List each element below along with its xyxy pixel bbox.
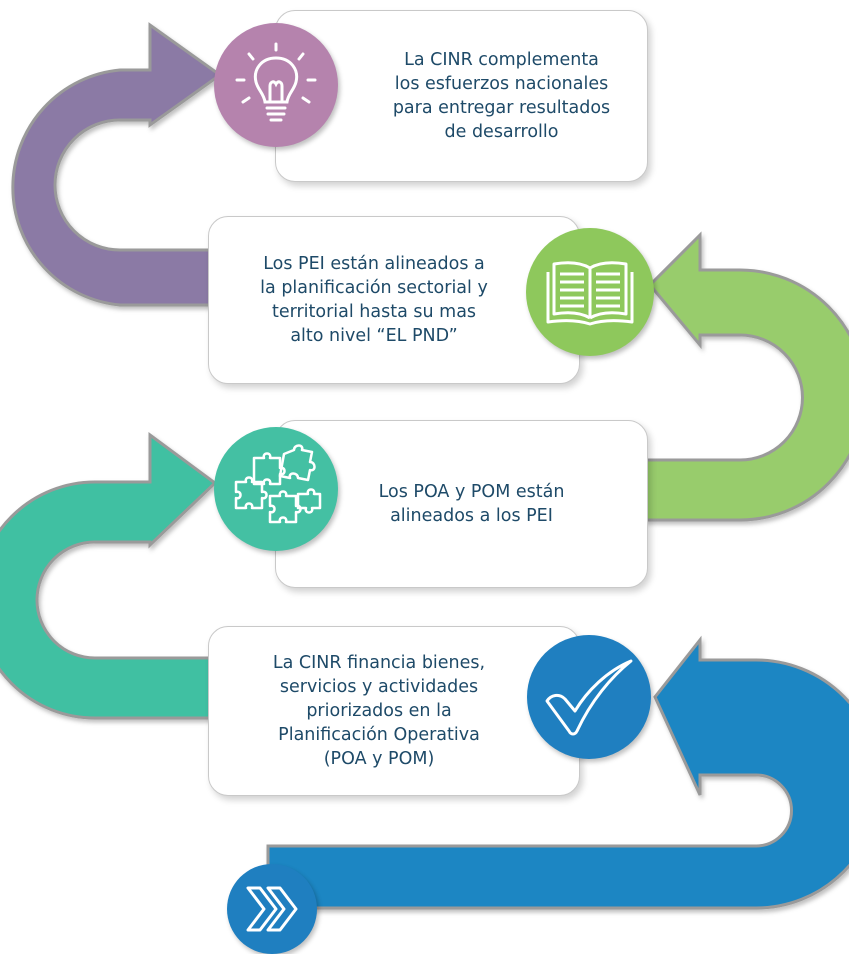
blue-arrow-body xyxy=(266,635,849,910)
blue-flow-arrow xyxy=(266,635,849,910)
purple-flow-arrow xyxy=(11,22,223,307)
teal-flow-arrow xyxy=(0,432,218,720)
step-card-1: La CINR complementa los esfuerzos nacion… xyxy=(275,10,648,182)
green-flow-arrow xyxy=(644,231,849,522)
double-chevron-right-icon xyxy=(227,864,317,954)
open-book-icon xyxy=(526,228,654,356)
step-card-3: Los POA y POM están alineados a los PEI xyxy=(275,420,648,588)
purple-arrow-body xyxy=(11,22,223,307)
step-2-text: Los PEI están alineados a la planificaci… xyxy=(260,254,488,346)
checkmark-icon xyxy=(527,635,651,759)
step-4-text: La CINR financia bienes, servicios y act… xyxy=(272,653,486,769)
puzzle-icon xyxy=(214,427,338,551)
teal-arrow-body xyxy=(0,432,218,720)
step-1-text: La CINR complementa los esfuerzos nacion… xyxy=(392,50,611,142)
step-3-text: Los POA y POM están alineados a los PEI xyxy=(378,482,565,526)
green-arrow-body xyxy=(644,231,849,522)
lightbulb-icon xyxy=(214,23,338,147)
step-card-4: La CINR financia bienes, servicios y act… xyxy=(208,626,580,796)
step-card-2: Los PEI están alineados a la planificaci… xyxy=(208,216,580,384)
